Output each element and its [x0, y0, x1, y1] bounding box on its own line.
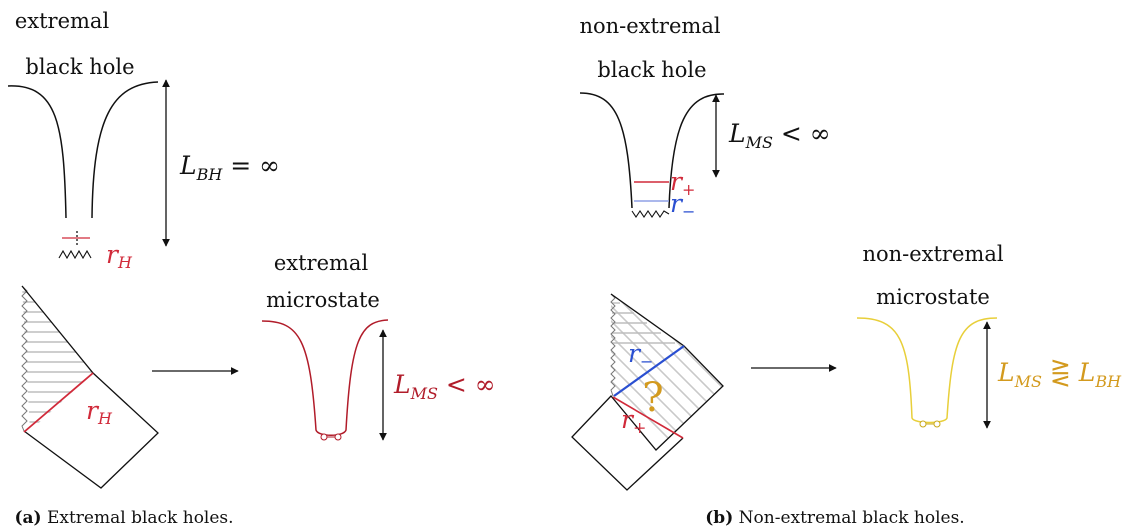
nonextremal-bh-label-1: non-extremal — [579, 14, 720, 38]
nonextremal-ms-cap-icon — [919, 420, 941, 428]
extremal-bh-label-1: extremal — [15, 9, 110, 33]
caption-a: (a) Extremal black holes. — [14, 508, 233, 528]
extremal-penrose-horizon — [23, 372, 94, 433]
nonextremal-penrose-outer-label: r+ — [621, 405, 646, 437]
extremal-ms-throat-curve — [261, 319, 389, 436]
nonextremal-ms-label-2: microstate — [876, 285, 990, 309]
nonextremal-inner-horizon-label: r− — [670, 189, 695, 221]
nonextremal-bh-label-2: black hole — [597, 58, 706, 82]
extremal-bh-label-2: black hole — [25, 55, 134, 79]
extremal-bh-throat-curve — [7, 81, 159, 219]
unknown-interior-question-mark: ? — [642, 375, 663, 421]
extremal-lms-label: LMS < ∞ — [393, 370, 496, 403]
nonextremal-penrose-diagram: r− r+ ? — [571, 293, 724, 491]
nonextremal-penrose-inner-horizon — [613, 345, 685, 397]
extremal-ms-cap-icon — [320, 433, 342, 441]
nonextremal-ms-throat-curve — [856, 317, 998, 424]
nonextremal-singularity-zigzag — [631, 210, 670, 218]
nonextremal-bh-length-label: LMS < ∞ — [728, 119, 831, 152]
nonextremal-ms-label-1: non-extremal — [862, 242, 1003, 266]
extremal-singularity-zigzag — [58, 249, 92, 260]
nonextremal-penrose-inner-label: r− — [628, 339, 653, 371]
nonextremal-bh-throat-curve — [579, 92, 725, 209]
extremal-ms-label-1: extremal — [274, 251, 369, 275]
caption-b: (b) Non-extremal black holes. — [705, 508, 964, 528]
panel-b: non-extremal black hole r+ r− LMS < ∞ — [571, 14, 1122, 528]
nonextremal-lms-label: LMS ⋛ LBH — [997, 358, 1122, 391]
lbh-length-label: LBH = ∞ — [179, 151, 280, 184]
extremal-penrose-horizon-label: rH — [86, 396, 113, 428]
extremal-ms-label-2: microstate — [266, 288, 380, 312]
extremal-penrose-diagram: rH — [21, 285, 159, 489]
nonextremal-outer-horizon-label: r+ — [670, 167, 695, 199]
extremal-horizon-label: rH — [106, 240, 133, 272]
panel-a: extremal black hole rH LBH = ∞ — [7, 9, 496, 528]
nonextremal-penrose-outer-horizon — [612, 396, 684, 439]
